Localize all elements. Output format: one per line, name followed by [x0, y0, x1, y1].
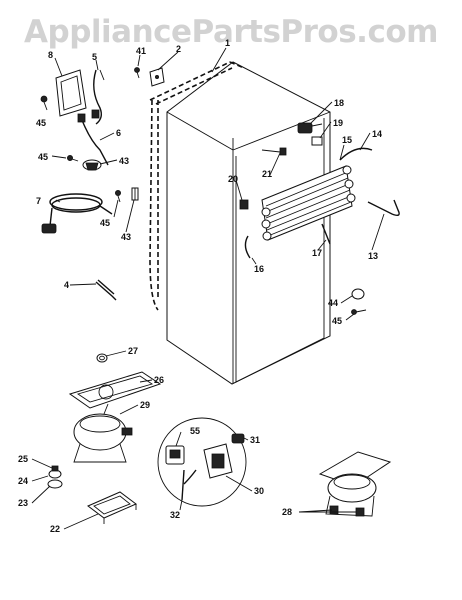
cabinet-outline — [166, 61, 331, 385]
part-26-drain-pan — [68, 371, 162, 409]
label-part-26: 26 — [154, 375, 164, 385]
part-45-screw-c — [115, 189, 122, 203]
part-43-clip — [82, 159, 102, 171]
part-45-screw — [40, 95, 48, 111]
leader-lines — [31, 47, 385, 530]
part-44-cap — [351, 288, 365, 300]
coil-top-bend — [229, 61, 245, 69]
label-part-45-d: 45 — [332, 316, 342, 326]
label-part-44: 44 — [328, 298, 338, 308]
label-part-55: 55 — [190, 426, 200, 436]
label-part-23: 23 — [18, 498, 28, 508]
part-labels: 8 5 41 2 1 45 6 45 43 7 45 43 4 18 19 14… — [18, 38, 382, 534]
label-part-32: 32 — [170, 510, 180, 520]
label-part-43-b: 43 — [121, 232, 131, 242]
label-part-1: 1 — [225, 38, 230, 48]
part-6-wire-lead — [77, 113, 109, 166]
part-21-thermostat — [261, 147, 287, 156]
label-part-14: 14 — [372, 129, 382, 139]
label-part-4: 4 — [64, 280, 69, 290]
part-13-heater — [367, 199, 400, 217]
label-part-16: 16 — [254, 264, 264, 274]
label-part-18: 18 — [334, 98, 344, 108]
label-part-8: 8 — [48, 50, 53, 60]
label-part-13: 13 — [368, 251, 378, 261]
label-part-21: 21 — [262, 169, 272, 179]
part-55-overload — [165, 445, 185, 465]
label-part-25: 25 — [18, 454, 28, 464]
label-part-6: 6 — [116, 128, 121, 138]
part-15-evaporator — [261, 165, 356, 241]
label-part-41: 41 — [136, 46, 146, 56]
part-16-wire — [244, 235, 251, 259]
label-part-22: 22 — [50, 524, 60, 534]
part-14-tube — [339, 147, 373, 161]
label-part-45-b: 45 — [38, 152, 48, 162]
part-17-support — [321, 223, 331, 245]
label-part-27: 27 — [128, 346, 138, 356]
label-part-45-a: 45 — [36, 118, 46, 128]
part-43-clip-b — [131, 187, 139, 201]
part-31-connector — [231, 433, 245, 444]
part-19-fitting — [311, 136, 323, 146]
label-part-45-c: 45 — [100, 218, 110, 228]
condenser-coil — [149, 61, 233, 311]
part-30-relay — [183, 443, 233, 485]
label-part-31: 31 — [250, 435, 260, 445]
label-part-5: 5 — [92, 52, 97, 62]
label-part-43-a: 43 — [119, 156, 129, 166]
label-part-17: 17 — [312, 248, 322, 258]
label-part-29: 29 — [140, 400, 150, 410]
label-part-19: 19 — [333, 118, 343, 128]
part-4-tube — [95, 279, 117, 301]
label-part-28: 28 — [282, 507, 292, 517]
label-part-20: 20 — [228, 174, 238, 184]
part-18-fitting — [297, 122, 323, 134]
label-part-2: 2 — [176, 44, 181, 54]
label-part-7: 7 — [36, 196, 41, 206]
part-29-compressor — [73, 403, 133, 463]
relay-detail-circle — [157, 417, 247, 507]
part-22-bracket — [87, 491, 137, 524]
part-2-bracket — [149, 67, 165, 87]
label-part-30: 30 — [254, 486, 264, 496]
part-20-block — [239, 199, 249, 210]
part-41-screw — [134, 67, 140, 79]
label-part-15: 15 — [342, 135, 352, 145]
part-7-power-cord — [41, 193, 113, 234]
part-27-grommet — [96, 353, 108, 363]
label-part-24: 24 — [18, 476, 28, 486]
part-8-frame — [55, 69, 87, 117]
part-45-screw-b — [67, 154, 79, 162]
watermark: AppliancePartsPros.com — [24, 14, 438, 50]
part-5-wire-harness — [91, 69, 105, 125]
part-32-wire — [181, 469, 185, 501]
part-28-compressor-assembly — [318, 451, 392, 517]
part-45-screw-d — [351, 309, 367, 315]
part-23-24-grommet-set — [47, 465, 63, 489]
